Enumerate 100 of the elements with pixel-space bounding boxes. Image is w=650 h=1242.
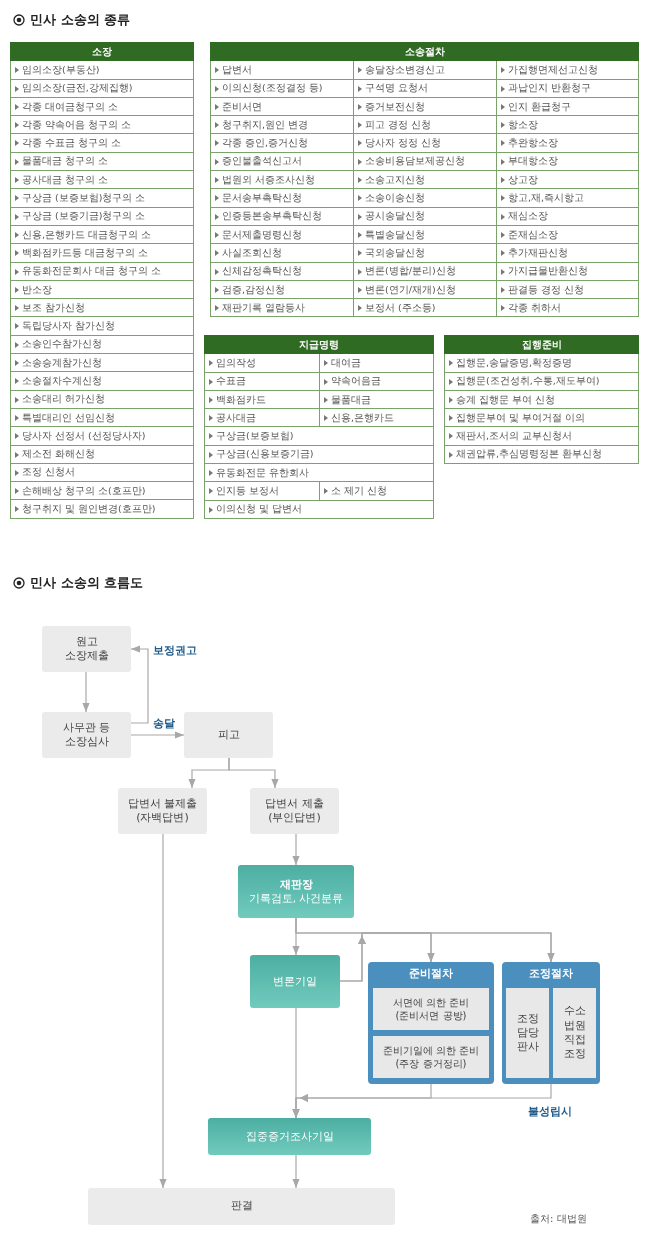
table-cell: 대여금 bbox=[319, 353, 434, 373]
box-text: 기록검토, 사건분류 bbox=[248, 891, 344, 906]
table-cell: 손해배상 청구의 소(호프만) bbox=[10, 481, 194, 500]
table-cell: 소송절차수계신청 bbox=[10, 371, 194, 391]
table-cell: 인지등 보정서 bbox=[204, 481, 320, 501]
table-header: 소송절차 bbox=[210, 42, 639, 61]
table-cell: 재심소장 bbox=[496, 207, 639, 226]
table-cell: 답변서 bbox=[210, 60, 354, 80]
table-cell: 이의신청 및 답변서 bbox=[204, 500, 434, 519]
table-cell: 준비서면 bbox=[210, 97, 354, 116]
table-cell: 각종 대여금청구의 소 bbox=[10, 97, 194, 116]
table-cell: 송달장소변경신고 bbox=[353, 60, 497, 80]
table-cell: 소 제기 신청 bbox=[319, 481, 434, 501]
table-cell: 소송인수참가신청 bbox=[10, 335, 194, 354]
table-cell: 유동화전문회사 대금 청구의 소 bbox=[10, 262, 194, 281]
table-cell: 준재심소장 bbox=[496, 225, 639, 244]
table-cell: 보조 참가신청 bbox=[10, 298, 194, 317]
table-cell: 인증등본송부촉탁신청 bbox=[210, 207, 354, 226]
table-cell: 구상금 (보증기금)청구의 소 bbox=[10, 207, 194, 226]
table-cell: 변론(연기/재개)신청 bbox=[353, 280, 497, 299]
box-title: 재판장 bbox=[279, 877, 313, 892]
arrow bbox=[339, 932, 555, 982]
process-box: 피고 bbox=[184, 712, 273, 758]
table-cell: 각종 증인,증거신청 bbox=[210, 134, 354, 153]
table-cell: 항소장 bbox=[496, 115, 639, 134]
table-cell: 사실조회신청 bbox=[210, 243, 354, 263]
table-cell: 판결등 경정 신청 bbox=[496, 280, 639, 299]
table-cell: 각종 수표금 청구의 소 bbox=[10, 134, 194, 153]
table-cell: 특별대리인 선임신청 bbox=[10, 408, 194, 427]
table-header: 소장 bbox=[10, 42, 194, 61]
table-cell: 소송이송신청 bbox=[353, 188, 497, 208]
arrow bbox=[130, 731, 185, 739]
group-title: 준비절차 bbox=[408, 967, 454, 982]
process-box: 집중증거조사기일 bbox=[208, 1118, 371, 1155]
table-cell: 변론(병합/분리)신청 bbox=[353, 262, 497, 281]
table-cell: 추완항소장 bbox=[496, 134, 639, 153]
table-cell: 재판서,조서의 교부신청서 bbox=[444, 427, 639, 446]
table-cell: 청구취지,원인 변경 bbox=[210, 115, 354, 134]
table-cell: 제소전 화해신청 bbox=[10, 445, 194, 464]
table-cell: 물품대금 bbox=[319, 390, 434, 409]
table-header: 지급명령 bbox=[204, 335, 434, 354]
table-cell: 당사자 선정서 (선정당사자) bbox=[10, 426, 194, 446]
step-box: 수소 법원 직접 조정 bbox=[553, 988, 596, 1078]
edge-label: 보정권고 bbox=[152, 643, 198, 658]
table-cell: 임의소장(금전,강제집행) bbox=[10, 79, 194, 98]
table-cell: 각종 취하서 bbox=[496, 298, 639, 317]
process-box: 원고 소장제출 bbox=[42, 626, 131, 672]
table-cell: 문서제출명령신청 bbox=[210, 225, 354, 244]
table-cell: 법원외 서증조사신청 bbox=[210, 170, 354, 189]
edge-label: 불성립시 bbox=[527, 1104, 573, 1119]
table-cell: 소송대리 허가신청 bbox=[10, 390, 194, 409]
table-cell: 신용,은행카드 대금청구의 소 bbox=[10, 225, 194, 244]
group-panel bbox=[368, 962, 494, 1084]
table-cell: 약속어음금 bbox=[319, 372, 434, 391]
table-cell: 구상금(신용보증기금) bbox=[204, 445, 434, 464]
table-cell: 수표금 bbox=[204, 372, 320, 391]
table-cell: 반소장 bbox=[10, 280, 194, 299]
table-cell: 과납인지 반환청구 bbox=[496, 79, 639, 98]
edge-label: 송달 bbox=[152, 716, 176, 731]
section-heading: 민사 소송의 종류 bbox=[30, 11, 131, 29]
process-box: 사무관 등 소장심사 bbox=[42, 712, 131, 758]
table-cell: 부대항소장 bbox=[496, 152, 639, 171]
table-cell: 소송승계참가신청 bbox=[10, 353, 194, 372]
table-cell: 임의작성 bbox=[204, 353, 320, 373]
process-box: 답변서 제출 (부인답변) bbox=[250, 788, 339, 834]
table-cell: 피고 경정 신청 bbox=[353, 115, 497, 134]
table-cell: 이의신청(조정결정 등) bbox=[210, 79, 354, 98]
table-cell: 집행문,송달증명,확정증명 bbox=[444, 353, 639, 373]
process-box: 판결 bbox=[88, 1188, 395, 1225]
process-box: 답변서 불제출 (자백답변) bbox=[118, 788, 207, 834]
table-cell: 신용,은행카드 bbox=[319, 408, 434, 427]
step-box: 조정 담당 판사 bbox=[506, 988, 549, 1078]
table-cell: 구상금(보증보험) bbox=[204, 427, 434, 446]
table-cell: 임의소장(부동산) bbox=[10, 60, 194, 80]
table-cell: 집행문(조건성취,수통,재도부여) bbox=[444, 372, 639, 391]
step-box: 서면에 의한 준비 (준비서면 공방) bbox=[373, 988, 489, 1030]
table-cell: 상고장 bbox=[496, 170, 639, 189]
arrow bbox=[130, 645, 149, 724]
arrow bbox=[292, 1083, 552, 1119]
table-cell: 구석명 요청서 bbox=[353, 79, 497, 98]
table-cell: 가집행면제선고신청 bbox=[496, 60, 639, 80]
table-cell: 채권압류,추심명령정본 환부신청 bbox=[444, 445, 639, 464]
table-cell: 추가재판신청 bbox=[496, 243, 639, 263]
table-header: 집행준비 bbox=[444, 335, 639, 354]
table-cell: 증거보전신청 bbox=[353, 97, 497, 116]
step-box: 준비기일에 의한 준비 (주장 증거정리) bbox=[373, 1036, 489, 1078]
process-box: 변론기일 bbox=[250, 955, 340, 1008]
table-cell: 인지 환급청구 bbox=[496, 97, 639, 116]
table-cell: 백화점카드등 대금청구의 소 bbox=[10, 243, 194, 263]
table-cell: 공사대금 bbox=[204, 408, 320, 427]
table-cell: 소송비용담보제공신청 bbox=[353, 152, 497, 171]
group-panel bbox=[502, 962, 600, 1084]
process-box bbox=[238, 865, 354, 918]
source-note: 출처: 대법원 bbox=[530, 1212, 587, 1226]
table-cell: 청구취지 및 원인변경(호프만) bbox=[10, 499, 194, 519]
arrow bbox=[159, 833, 167, 1189]
table-cell: 조정 신청서 bbox=[10, 463, 194, 482]
table-cell: 집행문부여 및 부여거절 이의 bbox=[444, 408, 639, 427]
arrow bbox=[82, 671, 90, 713]
table-cell: 보정서 (주소등) bbox=[353, 298, 497, 317]
